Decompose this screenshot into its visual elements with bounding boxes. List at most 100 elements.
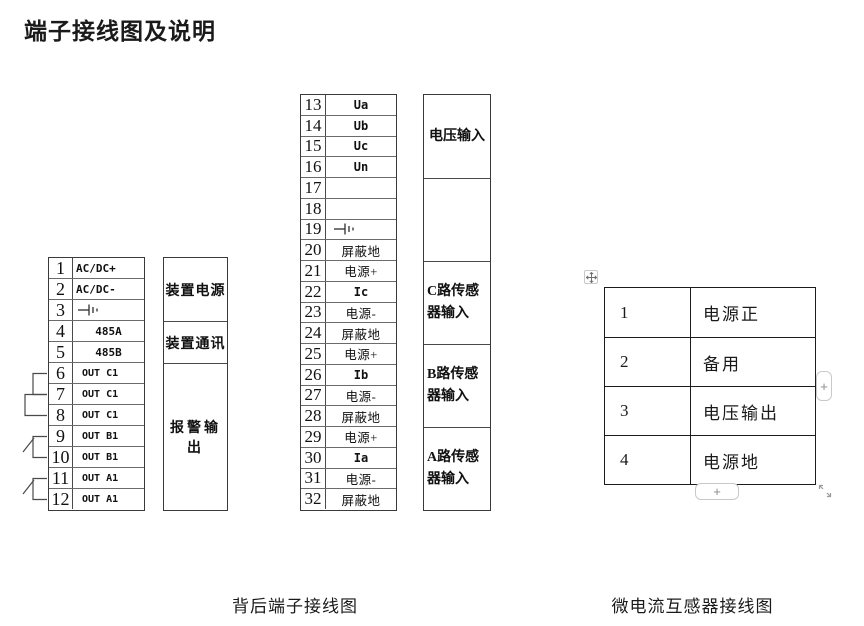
terminal-row: 25 电源+	[301, 343, 396, 364]
terminal-row: 30 Ia	[301, 446, 396, 468]
terminal-number: 7	[49, 384, 73, 404]
terminal-row: 15 Uc	[301, 135, 396, 157]
ct-wiring-table: 1 电源正 2 备用 3 电压输出 4 电源地	[604, 287, 816, 485]
terminal-number: 21	[301, 261, 326, 281]
terminal-number: 17	[301, 178, 326, 198]
terminal-number: 1	[49, 258, 73, 278]
table-cell-number[interactable]: 1	[620, 302, 629, 322]
terminal-row: 21 电源+	[301, 260, 396, 281]
ground-symbol-icon	[78, 304, 100, 317]
terminal-row: 28 屏蔽地	[301, 405, 396, 426]
sensor-group-boxes: 电压输入 C路传感器输入 B路传感器输入 A路传感器输入	[423, 94, 491, 511]
terminal-label: OUT A1	[82, 493, 119, 505]
terminal-label: 电源+	[344, 431, 378, 446]
terminal-label: 屏蔽地	[341, 327, 381, 342]
terminal-label	[326, 199, 396, 219]
group-box-device-power: 装置电源	[165, 283, 226, 299]
terminal-label: OUT C1	[82, 367, 119, 379]
table-move-handle[interactable]	[584, 270, 598, 284]
terminal-number: 10	[49, 447, 73, 467]
terminal-number: 16	[301, 157, 326, 177]
terminal-row: 2 AC/DC-	[49, 278, 144, 299]
terminal-label: OUT B1	[82, 451, 119, 463]
terminal-number: 11	[49, 468, 73, 488]
group-box-sensor-a: A路传感器输入	[424, 427, 490, 510]
terminal-label: Ib	[353, 367, 369, 382]
terminal-number: 9	[49, 426, 73, 446]
table-cell-label[interactable]: 备用	[690, 338, 815, 386]
terminal-number: 23	[301, 302, 326, 323]
terminal-label: 电源+	[344, 348, 378, 363]
group-box-sensor-c: C路传感器输入	[424, 261, 490, 344]
terminal-row: 24 屏蔽地	[301, 322, 396, 343]
move-icon	[585, 271, 597, 283]
terminal-row: 17	[301, 177, 396, 198]
terminal-row: 22 Ic	[301, 280, 396, 302]
terminal-label: Ia	[353, 450, 369, 465]
terminal-row: 11 OUT A1	[49, 467, 144, 488]
terminal-label: 485A	[95, 324, 122, 338]
terminal-label: OUT A1	[82, 472, 119, 484]
group-box-voltage-input: 电压输入	[429, 128, 485, 144]
terminal-row: 6 OUT C1	[49, 362, 144, 383]
table-cell-number[interactable]: 3	[620, 401, 629, 420]
terminal-row: 9 OUT B1	[49, 425, 144, 446]
terminal-label: 电源+	[344, 265, 378, 280]
terminal-row: 26 Ib	[301, 363, 396, 385]
terminal-label: 电源-	[345, 389, 377, 404]
insert-column-button[interactable]: +	[816, 371, 832, 401]
terminal-number: 13	[301, 95, 326, 115]
group-box-device-comm: 装置通讯	[164, 321, 227, 363]
terminal-label: Uc	[353, 139, 369, 154]
terminal-number: 5	[49, 342, 73, 362]
table-row: 1 电源正	[605, 288, 815, 337]
terminal-number: 14	[301, 116, 326, 136]
terminal-number: 4	[49, 321, 73, 341]
caption-rear-terminal: 背后端子接线图	[232, 597, 358, 616]
page-title: 端子接线图及说明	[24, 19, 216, 44]
terminal-label: 电源-	[345, 472, 377, 487]
relay-contact-symbols	[22, 372, 47, 501]
terminal-label: 屏蔽地	[341, 244, 381, 259]
terminal-label: 485B	[95, 345, 122, 359]
ground-symbol-icon	[334, 223, 356, 236]
terminal-label: AC/DC-	[76, 282, 116, 296]
terminal-label: Ub	[353, 118, 369, 133]
terminal-row: 23 电源-	[301, 301, 396, 323]
table-row: 3 电压输出	[605, 386, 815, 435]
terminal-number: 30	[301, 448, 326, 468]
terminal-number: 32	[301, 489, 326, 509]
rear-terminal-block: 1 AC/DC+ 2 AC/DC- 3 4 485A 5 485B 6 OUT …	[48, 257, 145, 511]
terminal-row: 19	[301, 218, 396, 240]
terminal-number: 31	[301, 468, 326, 489]
terminal-row: 18	[301, 197, 396, 219]
terminal-row: 8 OUT C1	[49, 404, 144, 425]
resize-diagonal-icon	[818, 484, 831, 497]
terminal-row: 20 屏蔽地	[301, 239, 396, 260]
terminal-number: 18	[301, 199, 326, 219]
terminal-label: 屏蔽地	[341, 493, 381, 508]
table-cell-label[interactable]: 电源地	[690, 436, 815, 484]
group-box-alarm-output: 报警输出	[164, 363, 227, 510]
terminal-row: 5 485B	[49, 341, 144, 362]
terminal-label: 电源-	[345, 306, 377, 321]
table-cell-label[interactable]: 电压输出	[690, 387, 815, 435]
terminal-number: 3	[49, 300, 73, 320]
terminal-label: AC/DC+	[76, 261, 116, 275]
table-cell-number[interactable]: 4	[620, 450, 629, 469]
table-cell-label[interactable]: 电源正	[690, 288, 815, 337]
terminal-row: 3	[49, 299, 144, 320]
insert-row-button[interactable]: +	[695, 483, 739, 500]
terminal-label: Ua	[353, 97, 369, 112]
terminal-number: 27	[301, 385, 326, 406]
terminal-number: 22	[301, 282, 326, 302]
terminal-label: Un	[353, 160, 369, 175]
table-cell-number[interactable]: 2	[620, 352, 629, 371]
caption-ct-wiring: 微电流互感器接线图	[611, 597, 774, 616]
table-resize-handle[interactable]	[817, 483, 832, 498]
table-row: 2 备用	[605, 337, 815, 386]
terminal-number: 29	[301, 427, 326, 447]
terminal-row: 1 AC/DC+	[49, 258, 144, 278]
terminal-number: 26	[301, 365, 326, 385]
